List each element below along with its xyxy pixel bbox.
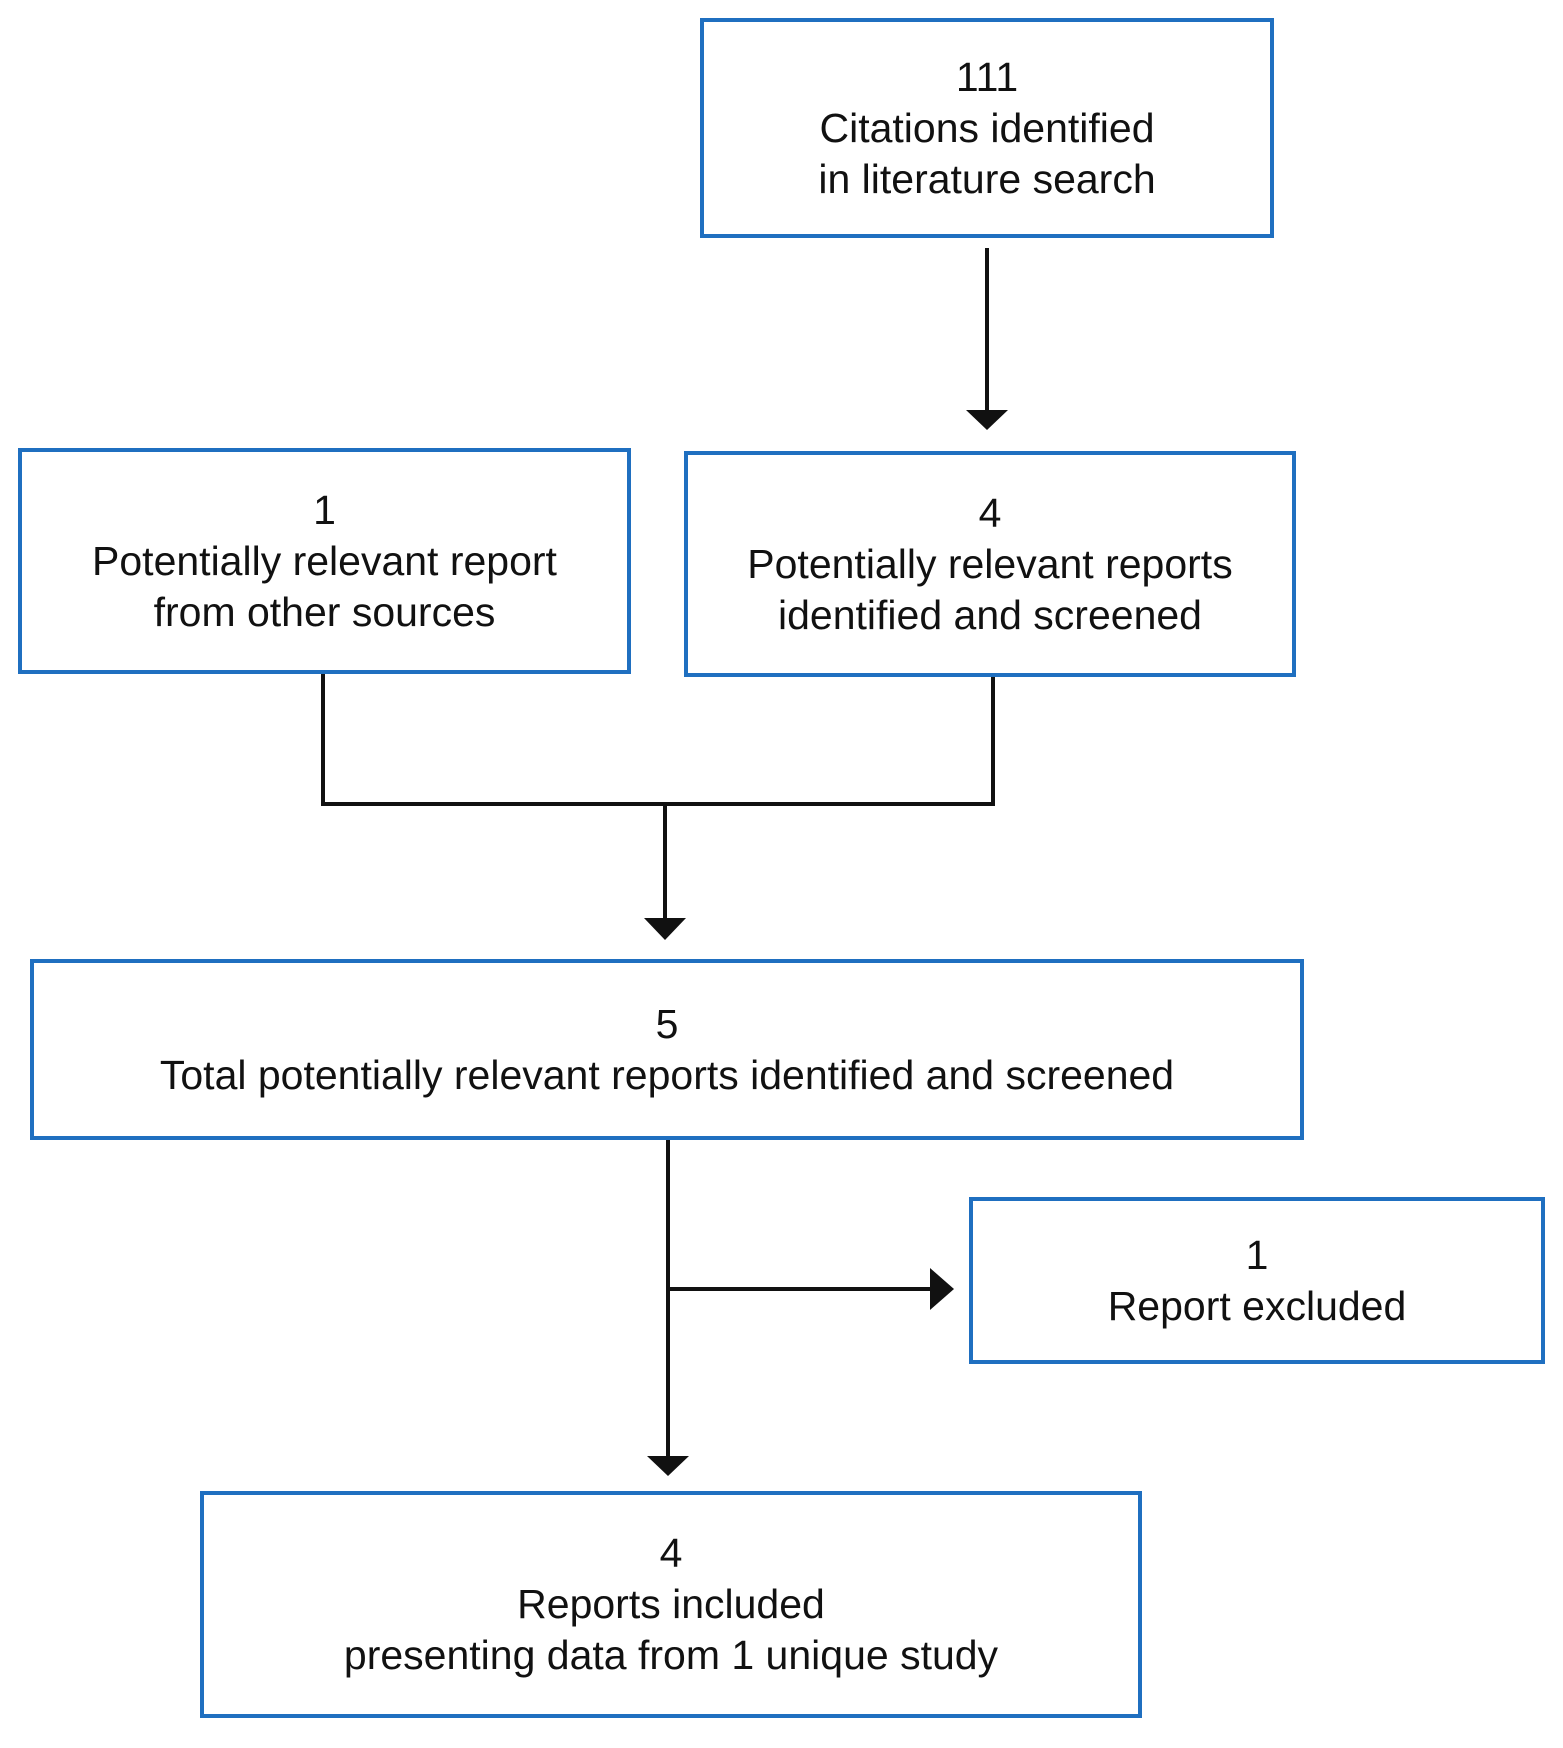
box-count: 4: [978, 489, 1002, 536]
box-excluded: 1 Report excluded: [969, 1197, 1545, 1364]
arrowhead-to-excluded: [930, 1268, 954, 1310]
box-count: 1: [313, 486, 336, 533]
box-count: 111: [955, 53, 1019, 100]
box-label-line1: Potentially relevant report: [92, 537, 557, 584]
arrowhead-to-included: [647, 1456, 689, 1476]
box-label-line2: identified and screened: [778, 591, 1202, 638]
box-label-line2: presenting data from 1 unique study: [343, 1632, 999, 1678]
box-label-line1: Report excluded: [1107, 1282, 1407, 1329]
box-label-line2: in literature search: [818, 155, 1156, 202]
box-label-line2: from other sources: [153, 588, 496, 635]
box-count: 4: [659, 1530, 683, 1576]
box-label-line1: Citations identified: [819, 104, 1155, 151]
box-label-line1: Reports included: [517, 1581, 825, 1627]
box-count: 1: [1245, 1231, 1269, 1278]
box-identified-screened: 4 Potentially relevant reports identifie…: [684, 451, 1296, 677]
box-count: 5: [655, 1000, 679, 1047]
box-total-screened: 5 Total potentially relevant reports ide…: [30, 959, 1304, 1140]
box-label-line1: Total potentially relevant reports ident…: [159, 1051, 1175, 1098]
box-label-line1: Potentially relevant reports: [747, 540, 1233, 587]
arrowhead-to-total: [644, 918, 686, 940]
box-literature-search: 111 Citations identified in literature s…: [700, 18, 1274, 238]
box-included: 4 Reports included presenting data from …: [200, 1491, 1142, 1718]
arrowhead-to-screened: [966, 410, 1008, 430]
box-other-sources: 1 Potentially relevant report from other…: [18, 448, 631, 674]
